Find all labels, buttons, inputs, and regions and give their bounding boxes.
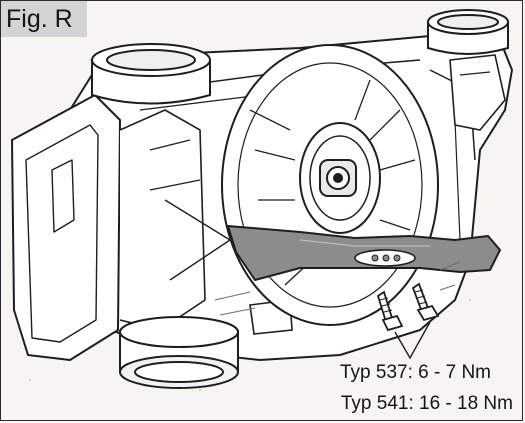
- bolt-right: [411, 282, 440, 322]
- drive-shaft-hub: [319, 159, 357, 197]
- wheel-hubs: [91, 9, 509, 389]
- wheel-top-right: [427, 9, 509, 55]
- bolt-left: [376, 290, 404, 332]
- cutting-blade: [227, 225, 501, 281]
- rear-flap: [11, 94, 231, 361]
- wheel-top-left: [91, 43, 211, 105]
- wheel-bottom-left: [119, 316, 239, 389]
- figure-label: Fig. R: [6, 5, 73, 33]
- blade-bolts: [376, 282, 440, 360]
- torque-spec-typ-537: Typ 537: 6 - 7 Nm: [337, 362, 493, 384]
- deck-hatching: [214, 261, 461, 316]
- figure-label-background: [1, 1, 87, 37]
- torque-spec-typ-541: Typ 541: 16 - 18 Nm: [338, 393, 515, 415]
